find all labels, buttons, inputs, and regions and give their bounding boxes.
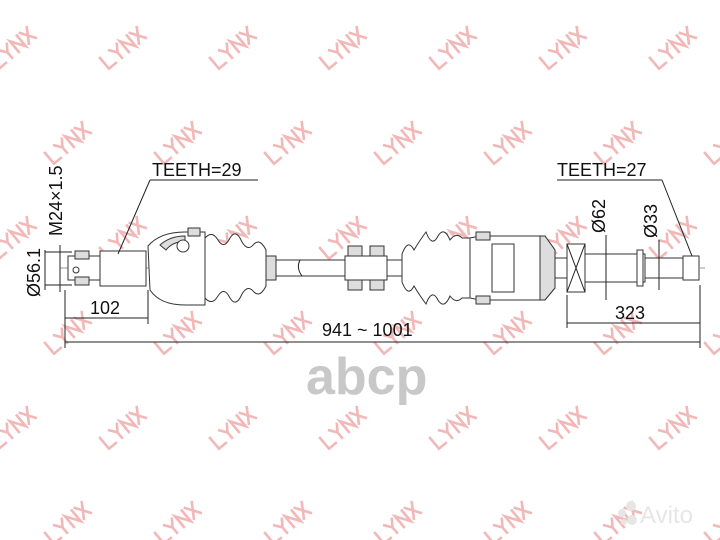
stub-shaft — [584, 253, 646, 283]
drive-shaft — [67, 227, 700, 306]
clamp — [187, 227, 201, 237]
housing-hatch — [539, 235, 556, 301]
neck — [554, 257, 568, 279]
lynx-watermark — [428, 405, 478, 451]
len-left-label: 102 — [90, 298, 120, 318]
lynx-watermark — [318, 215, 368, 261]
dimension-labels: TEETH=29 TEETH=27 M24×1.5 Ø56.1 102 941 … — [24, 160, 661, 340]
damper — [369, 245, 385, 257]
lynx-watermark — [0, 25, 38, 71]
outer-cv-joint — [147, 231, 206, 306]
circlip — [636, 249, 644, 287]
lynx-watermark — [483, 310, 533, 356]
nut — [74, 276, 90, 286]
lynx-watermark — [263, 310, 313, 356]
lynx-watermark — [208, 25, 258, 71]
tripod — [491, 243, 515, 293]
teeth-right-label: TEETH=27 — [557, 160, 647, 180]
outer-spline — [99, 250, 147, 287]
lynx-watermark — [483, 500, 533, 540]
lynx-watermark — [648, 25, 698, 71]
dia-33-label: Ø33 — [641, 204, 661, 238]
lynx-watermark — [263, 120, 313, 166]
dia-left-label: Ø56.1 — [24, 248, 44, 297]
pin-hole — [72, 266, 80, 274]
lynx-watermark — [0, 405, 38, 451]
ball — [176, 239, 190, 253]
damper-body — [344, 255, 388, 281]
teeth-left-label: TEETH=29 — [152, 160, 242, 180]
damper — [347, 279, 363, 291]
lynx-watermark — [593, 500, 643, 540]
lynx-watermark — [0, 215, 38, 261]
clamp — [475, 231, 491, 241]
lynx-watermark — [153, 500, 203, 540]
lynx-watermark — [483, 120, 533, 166]
lynx-watermark — [538, 25, 588, 71]
lynx-watermark — [373, 500, 423, 540]
lynx-watermark — [648, 405, 698, 451]
len-right-label: 323 — [615, 303, 645, 323]
lynx-watermark — [703, 500, 720, 540]
lynx-watermark — [263, 500, 313, 540]
lynx-watermark — [703, 120, 720, 166]
thread-stub — [67, 255, 101, 281]
nut — [74, 250, 90, 260]
lynx-watermark — [428, 25, 478, 71]
clamp — [475, 295, 491, 305]
lynx-watermark — [43, 120, 93, 166]
lynx-watermark — [318, 405, 368, 451]
spline-end — [682, 255, 700, 281]
abcp-logo: abcp — [306, 348, 427, 406]
lynx-watermark — [208, 405, 258, 451]
damper — [369, 279, 385, 291]
avito-text: Avito — [640, 502, 693, 529]
lynx-watermark — [593, 310, 643, 356]
seal-cross — [566, 243, 586, 293]
lynx-watermark — [153, 310, 203, 356]
lynx-watermark — [98, 25, 148, 71]
lynx-watermark — [373, 310, 423, 356]
thread-label: M24×1.5 — [46, 165, 66, 236]
inner-boot — [401, 230, 471, 306]
lynx-watermark — [703, 310, 720, 356]
lynx-watermark — [43, 500, 93, 540]
total-length-label: 941 ~ 1001 — [322, 320, 413, 340]
break-mark — [297, 259, 303, 277]
lynx-watermark — [98, 405, 148, 451]
dimensions — [44, 179, 701, 348]
outer-boot — [204, 233, 267, 303]
lynx-watermark — [153, 120, 203, 166]
avito-logo: Avito — [618, 501, 693, 529]
lynx-watermark — [593, 120, 643, 166]
dia-62-label: Ø62 — [589, 199, 609, 233]
lynx-watermark — [373, 120, 423, 166]
damper — [347, 245, 363, 257]
inner-spline — [644, 257, 686, 279]
lynx-watermark — [538, 405, 588, 451]
boot-clamp — [265, 255, 277, 281]
lynx-watermark — [318, 25, 368, 71]
